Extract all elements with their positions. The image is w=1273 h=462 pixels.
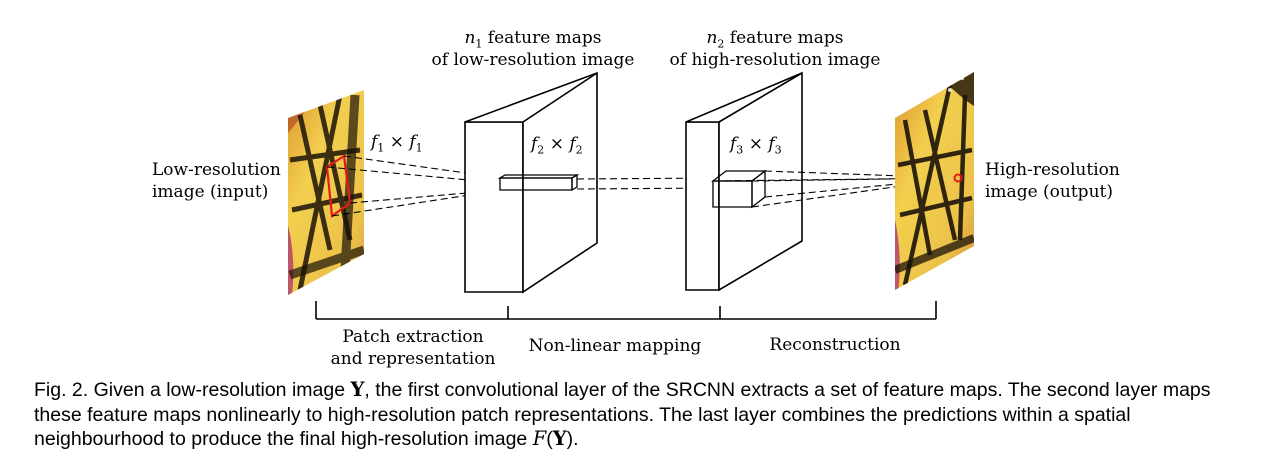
caption-paren-close: ).	[566, 428, 579, 450]
caption-F: F	[532, 427, 547, 450]
output-pixel-highlight	[953, 173, 963, 183]
feature-maps-2-label: n2 feature maps of high-resolution image	[669, 28, 881, 70]
feature-maps-1-label: n1 feature maps of low-resolution image	[431, 28, 635, 70]
figure-caption: Fig. 2. Given a low-resolution image Y, …	[34, 378, 1249, 452]
caption-body: , the first convolutional layer of the S…	[34, 379, 1211, 450]
filter-size-3: f3 × f3	[730, 134, 782, 157]
caption-paren-open: (	[546, 428, 553, 450]
input-image	[288, 90, 364, 295]
filter-size-2: f2 × f2	[531, 134, 583, 157]
stage-patch-extraction: Patch extraction and representation	[330, 327, 496, 369]
caption-Y: Y	[350, 378, 365, 401]
feature-block-1	[464, 71, 598, 294]
caption-prefix: Fig. 2. Given a low-resolution image	[34, 379, 351, 401]
stage-brackets	[315, 301, 937, 320]
caption-Y2: Y	[552, 427, 567, 450]
output-image	[895, 72, 974, 290]
stage-reconstruction: Reconstruction	[769, 335, 901, 355]
filter-size-1: f1 × f1	[371, 132, 423, 155]
input-image-label: Low-resolution image (input)	[152, 160, 281, 202]
srcnn-diagram	[288, 71, 974, 320]
patch-box-1	[497, 173, 580, 192]
stage-nonlinear-mapping: Non-linear mapping	[528, 336, 702, 356]
output-image-label: High-resolution image (output)	[985, 160, 1120, 202]
projection-lines-2	[576, 177, 719, 190]
